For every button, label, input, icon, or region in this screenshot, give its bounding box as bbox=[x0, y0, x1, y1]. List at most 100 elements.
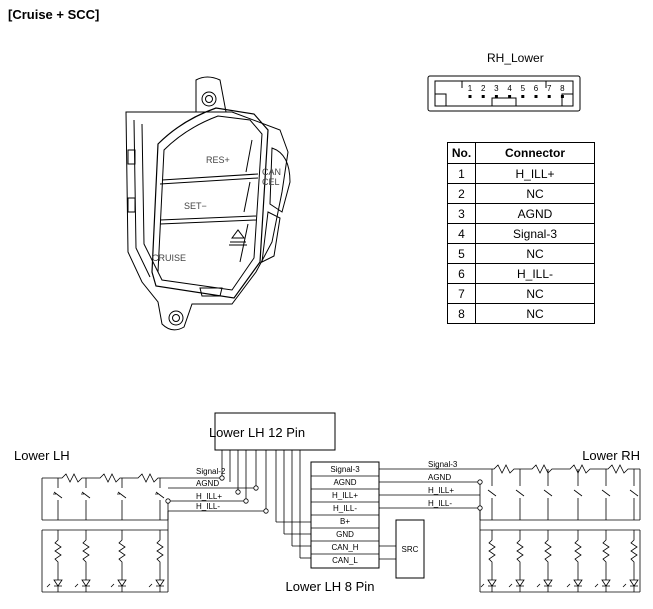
pin-connector: NC bbox=[475, 183, 595, 204]
resistor bbox=[574, 530, 582, 575]
box-8pin-label: Lower LH 8 Pin bbox=[286, 579, 375, 594]
resistor bbox=[488, 530, 496, 575]
resistor bbox=[630, 530, 638, 575]
junction-node bbox=[477, 479, 483, 485]
led-diode bbox=[594, 575, 611, 592]
pin-number: 1 bbox=[447, 163, 476, 184]
pin-connector: NC bbox=[475, 243, 595, 264]
led-diode bbox=[110, 575, 127, 592]
resistor bbox=[54, 530, 62, 575]
led-diode bbox=[622, 575, 639, 592]
resistor bbox=[544, 530, 552, 575]
right-signal-label: Signal-3 bbox=[428, 460, 458, 469]
led-diode bbox=[74, 575, 91, 592]
junction-node bbox=[263, 508, 269, 514]
junction-node bbox=[165, 498, 171, 504]
switch-contact bbox=[117, 478, 127, 520]
pin-connector: NC bbox=[475, 303, 595, 324]
pin-number: 4 bbox=[447, 223, 476, 244]
center-pin-label: CAN_L bbox=[332, 556, 358, 565]
resistor bbox=[118, 530, 126, 575]
connector-pin-8-contact bbox=[560, 95, 564, 98]
connector-pin-7-label: 7 bbox=[547, 84, 552, 93]
table-header-row: No. Connector bbox=[447, 142, 595, 164]
right-signal-label: H_ILL- bbox=[428, 499, 452, 508]
wiring-schematic: Lower LH 12 Pin Lower LH 8 Pin Lower LH … bbox=[14, 412, 641, 594]
connector-pin-4-contact bbox=[508, 95, 512, 98]
left-signal-label: H_ILL- bbox=[196, 502, 220, 511]
center-pin-label: H_ILL- bbox=[333, 504, 357, 513]
switch-contact bbox=[629, 469, 639, 520]
res-button-label: RES+ bbox=[206, 155, 230, 165]
connector-pin-3-label: 3 bbox=[494, 84, 499, 93]
connector-pin-6-label: 6 bbox=[534, 84, 539, 93]
connector-pin-7-contact bbox=[547, 95, 551, 98]
switch-contact bbox=[515, 469, 525, 520]
pin-number: 7 bbox=[447, 283, 476, 304]
connector-pin-2-contact bbox=[481, 95, 485, 98]
pin-connector: AGND bbox=[475, 203, 595, 224]
pin-connector: H_ILL+ bbox=[475, 163, 595, 184]
right-signal-label: H_ILL+ bbox=[428, 486, 454, 495]
resistor bbox=[82, 530, 90, 575]
center-pin-label: H_ILL+ bbox=[332, 491, 358, 500]
junction-node bbox=[253, 485, 259, 491]
left-signal-label: AGND bbox=[196, 479, 219, 488]
resistor bbox=[602, 530, 610, 575]
left-signal-label: Signal-2 bbox=[196, 467, 226, 476]
connector-pin-1-contact bbox=[468, 95, 472, 98]
connector-name: RH_Lower bbox=[487, 51, 544, 65]
lower-rh-label: Lower RH bbox=[582, 448, 640, 463]
connector-pin-1-label: 1 bbox=[468, 84, 473, 93]
center-pin-label: GND bbox=[336, 530, 354, 539]
switch-contact bbox=[601, 469, 611, 520]
center-pin-label: Signal-3 bbox=[330, 465, 360, 474]
resistor bbox=[156, 530, 164, 575]
pin-connector: H_ILL- bbox=[475, 263, 595, 284]
switch-contact bbox=[81, 478, 91, 520]
led-diode bbox=[508, 575, 525, 592]
src-label: SRC bbox=[402, 545, 419, 554]
pin-connector: NC bbox=[475, 283, 595, 304]
junction-node bbox=[477, 505, 483, 511]
right-signal-label: AGND bbox=[428, 473, 451, 482]
header-no: No. bbox=[447, 142, 476, 164]
junction-node bbox=[219, 475, 225, 481]
pin-connector: Signal-3 bbox=[475, 223, 595, 244]
led-diode bbox=[566, 575, 583, 592]
switch-contact bbox=[53, 478, 63, 520]
page-title: [Cruise + SCC] bbox=[8, 7, 100, 22]
connector-pin-2-label: 2 bbox=[481, 84, 486, 93]
left-signal-label: H_ILL+ bbox=[196, 492, 222, 501]
cruise-switch-drawing: RES+ SET− CRUISE CAN CEL bbox=[125, 76, 291, 331]
switch-contact bbox=[487, 469, 497, 520]
connector-pin-4-label: 4 bbox=[507, 84, 512, 93]
pin-number: 3 bbox=[447, 203, 476, 224]
switch-contact bbox=[573, 469, 583, 520]
cancel-label-line2: CEL bbox=[262, 177, 280, 187]
pin-number: 5 bbox=[447, 243, 476, 264]
connector-pin-5-contact bbox=[521, 95, 525, 98]
cancel-label-line1: CAN bbox=[262, 167, 281, 177]
pin-number: 6 bbox=[447, 263, 476, 284]
set-button-label: SET− bbox=[184, 201, 207, 211]
center-pin-label: AGND bbox=[333, 478, 356, 487]
pin-number: 8 bbox=[447, 303, 476, 324]
center-pin-label: B+ bbox=[340, 517, 350, 526]
connector-pin-8-label: 8 bbox=[560, 84, 565, 93]
led-diode bbox=[536, 575, 553, 592]
connector-pin-3-contact bbox=[494, 95, 498, 98]
junction-node bbox=[243, 498, 249, 504]
center-pin-label: CAN_H bbox=[331, 543, 358, 552]
led-diode bbox=[480, 575, 497, 592]
